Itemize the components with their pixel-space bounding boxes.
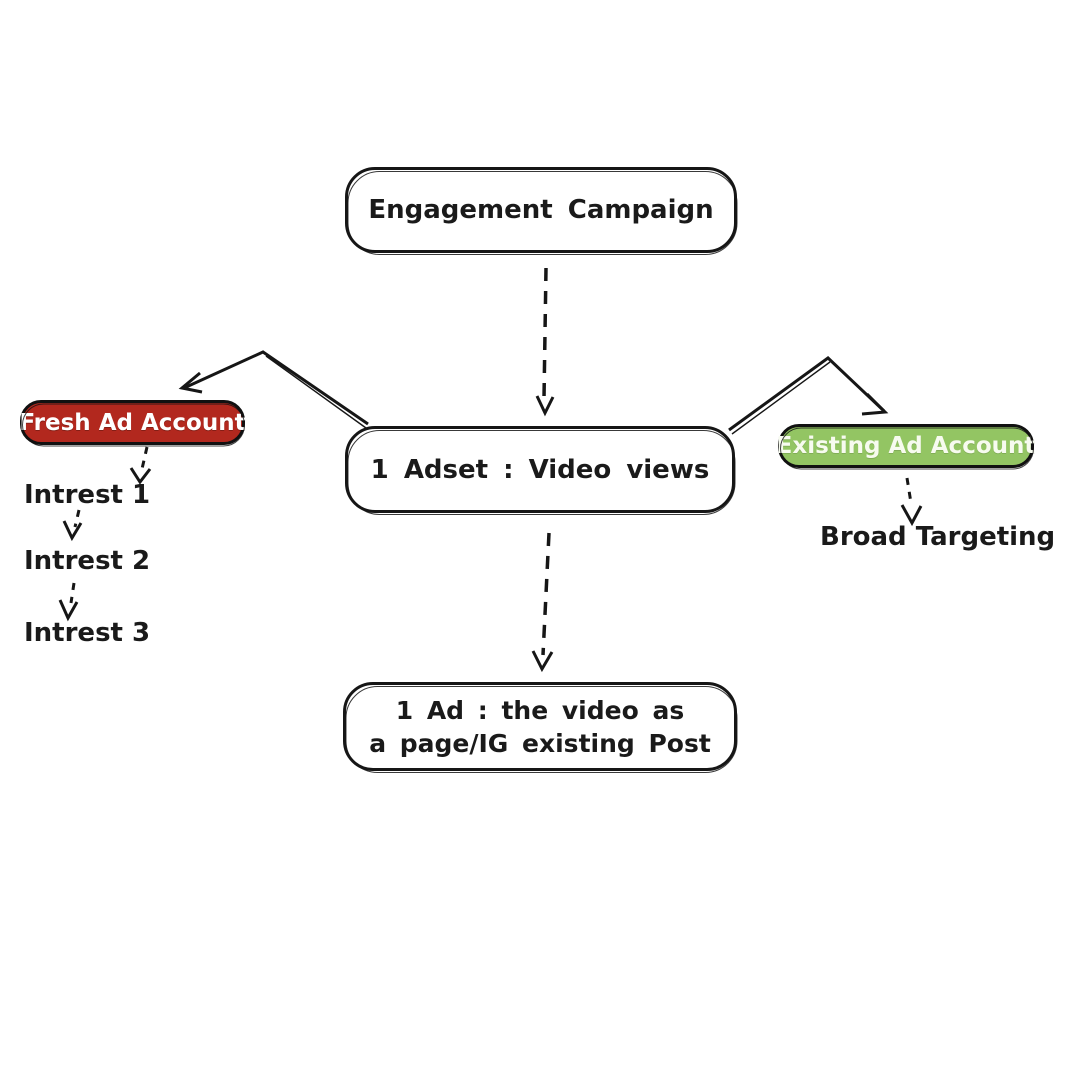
node-engagement-campaign: Engagement Campaign: [345, 167, 737, 253]
arrow-interest2-to-interest3: [58, 582, 79, 622]
arrowhead-icon: [535, 395, 555, 417]
arrowhead-icon: [62, 520, 83, 542]
arrowhead-icon: [861, 392, 889, 416]
node-adset-label: 1 Adset : Video views: [370, 454, 710, 485]
arrowhead-icon: [178, 371, 203, 394]
arrowhead-icon: [58, 599, 79, 622]
arrow-existing-account-to-broad-targeting: [900, 477, 923, 527]
elbow-line: [728, 356, 886, 432]
label-interest-1: Intrest 1: [24, 480, 151, 510]
arrow-adset-to-existing-account: [728, 356, 889, 435]
arrowhead-icon: [531, 650, 554, 673]
node-engagement-campaign-label: Engagement Campaign: [368, 195, 714, 225]
label-interest-2: Intrest 2: [24, 546, 151, 576]
arrow-interest1-to-interest2: [62, 509, 83, 542]
node-ad-existing-post: 1 Ad : the video as a page/IG existing P…: [343, 682, 737, 771]
arrowhead-icon: [900, 504, 923, 527]
dashed-line: [140, 446, 149, 470]
badge-existing-ad-account-label: Existing Ad Account: [776, 433, 1036, 459]
badge-fresh-ad-account-label: Fresh Ad Account: [19, 409, 246, 436]
label-interest-3: Intrest 3: [24, 618, 151, 648]
node-adset-video-views: 1 Adset : Video views: [345, 426, 735, 513]
arrow-adset-to-ad: [531, 532, 554, 673]
dashed-line: [69, 582, 76, 604]
dashed-line: [73, 509, 81, 528]
badge-existing-ad-account: Existing Ad Account: [776, 424, 1036, 468]
dashed-line: [542, 267, 548, 399]
badge-fresh-ad-account: Fresh Ad Account: [19, 400, 246, 445]
node-ad-label-line2: a page/IG existing Post: [369, 728, 711, 758]
arrow-campaign-to-adset: [535, 267, 555, 417]
node-ad-label-line1: 1 Ad : the video as: [395, 695, 685, 725]
dashed-line: [541, 532, 551, 656]
arrow-fresh-account-to-interest1: [129, 446, 152, 485]
dashed-line: [905, 477, 913, 504]
sketch-line: [265, 355, 367, 429]
label-broad-targeting: Broad Targeting: [820, 522, 1056, 552]
